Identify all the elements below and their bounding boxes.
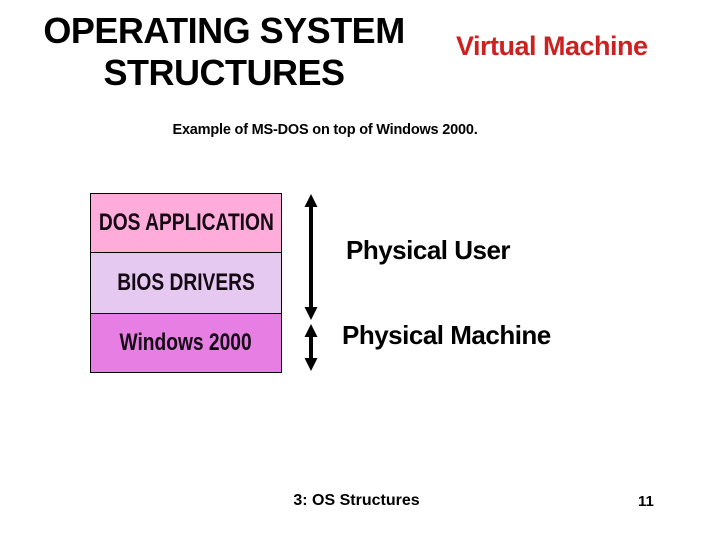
slide-number: 11 bbox=[638, 493, 654, 510]
layer-windows-2000-label: Windows 2000 bbox=[119, 329, 253, 356]
physical-user-label: Physical User bbox=[346, 235, 511, 265]
layer-windows-2000: Windows 2000 bbox=[90, 313, 282, 373]
topic-label: Virtual Machine bbox=[456, 31, 648, 61]
layer-dos-application: DOS APPLICATION bbox=[90, 193, 282, 253]
physical-machine-label: Physical Machine bbox=[342, 320, 551, 350]
layer-bios-drivers: BIOS DRIVERS bbox=[90, 252, 282, 314]
span-arrows bbox=[304, 194, 318, 371]
layer-stack: DOS APPLICATION BIOS DRIVERS Windows 200… bbox=[90, 193, 282, 373]
double-headed-vertical-arrow-physical-span-icon bbox=[304, 324, 318, 371]
footer-title: 3: OS Structures bbox=[293, 492, 420, 509]
slide-title: OPERATING SYSTEM STRUCTURES bbox=[43, 10, 405, 94]
subtitle: Example of MS-DOS on top of Windows 2000… bbox=[172, 122, 478, 138]
layer-dos-application-label: DOS APPLICATION bbox=[98, 209, 274, 236]
double-headed-vertical-arrow-virtual-span-icon bbox=[304, 194, 318, 320]
layer-bios-drivers-label: BIOS DRIVERS bbox=[117, 269, 255, 296]
